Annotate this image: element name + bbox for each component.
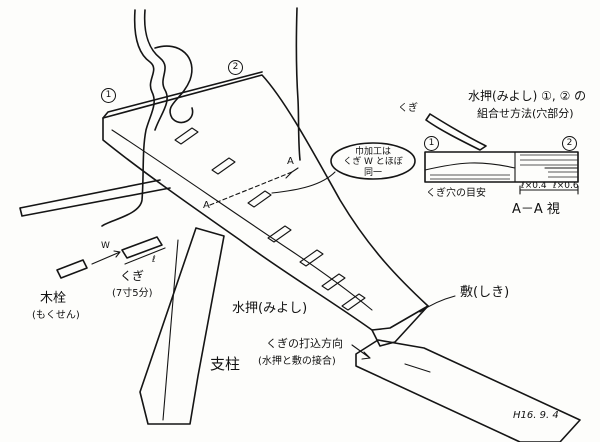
inset-dimension-1: ℓ×0.4 bbox=[521, 181, 547, 191]
peg-body bbox=[56, 259, 88, 279]
plank-split-line bbox=[111, 129, 373, 311]
drive-direction-arrow bbox=[351, 344, 371, 360]
nail-slots bbox=[174, 127, 366, 311]
shiki-slot bbox=[404, 363, 431, 373]
inset-diagram bbox=[424, 113, 579, 195]
nail-label: くぎ bbox=[120, 269, 145, 283]
part-number-2: 2 bbox=[228, 60, 243, 75]
bow-plank-label: 水押(みよし) bbox=[232, 301, 308, 316]
shiki-beam bbox=[355, 339, 581, 442]
date-stamp: H16. 9. 4 bbox=[513, 410, 559, 421]
back-beam bbox=[19, 179, 171, 217]
nail-arrow bbox=[91, 250, 121, 265]
nail-body bbox=[121, 236, 163, 259]
base-beam-label: 敷(しき) bbox=[460, 285, 510, 300]
nail-length-label: ℓ bbox=[152, 255, 156, 265]
section-arrow-top bbox=[285, 167, 299, 179]
part-number-1: 1 bbox=[101, 88, 116, 103]
section-label-bottom: A bbox=[203, 200, 210, 211]
inset-number-1: 1 bbox=[424, 136, 439, 151]
note-bubble: 巾加工は くぎ W とほぼ同一 bbox=[343, 147, 403, 178]
support-post bbox=[139, 227, 225, 425]
support-post-label: 支柱 bbox=[210, 355, 241, 373]
drive-direction-label: くぎの打込方向 bbox=[266, 337, 343, 350]
inset-hole-mark: くぎ穴の目安 bbox=[426, 188, 486, 199]
inset-kugi-label: くぎ bbox=[398, 103, 418, 114]
inset-title-line2: 組合せ方法(穴部分) bbox=[477, 107, 574, 120]
callout-leader bbox=[271, 171, 336, 194]
inset-dimension-2: ℓ×0.6 bbox=[553, 181, 579, 191]
support-post-edge bbox=[162, 239, 179, 421]
rope-knot bbox=[154, 45, 194, 124]
inset-number-2: 2 bbox=[562, 136, 577, 151]
plank-top-edge bbox=[102, 71, 263, 119]
rope-right bbox=[295, 7, 301, 161]
shiki-leader bbox=[419, 295, 456, 313]
nail-length-line bbox=[124, 247, 166, 265]
peg-reading-label: (もくせん) bbox=[32, 310, 80, 321]
rope-left-twist bbox=[143, 9, 168, 131]
inset-view-label: A－A 視 bbox=[512, 202, 560, 217]
plank-lower-lip bbox=[371, 305, 429, 347]
section-line-a bbox=[209, 171, 293, 206]
nail-size-label: (7寸5分) bbox=[112, 288, 153, 299]
inset-title-line1: 水押(みよし) ①, ② の bbox=[468, 89, 587, 103]
note-bubble-outline bbox=[330, 142, 416, 180]
joint-label: (水押と敷の接合) bbox=[258, 356, 336, 367]
nail-width-label: W bbox=[101, 241, 110, 251]
peg-label: 木栓 bbox=[40, 291, 67, 306]
section-label-top: A bbox=[287, 156, 294, 167]
rope-left bbox=[101, 9, 155, 227]
